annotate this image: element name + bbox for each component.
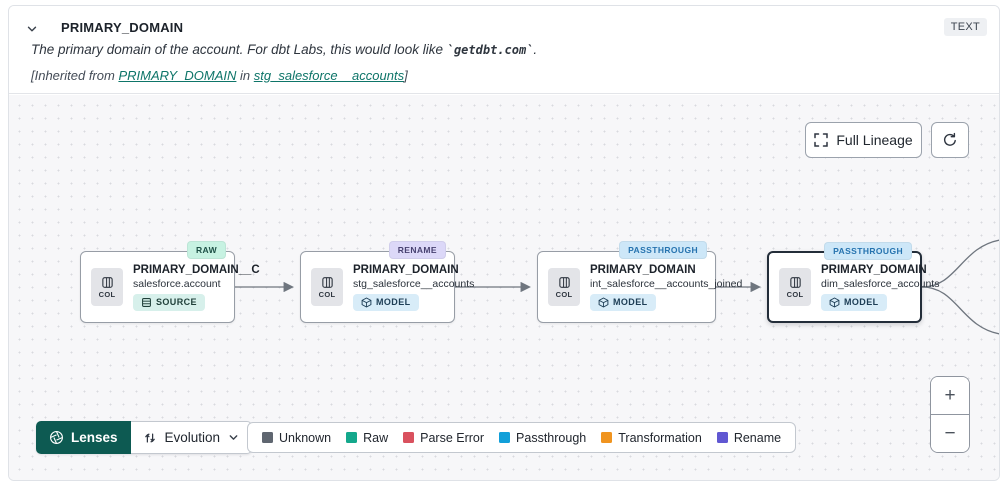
lenses-button[interactable]: Lenses [36,421,131,454]
evolution-icon [144,432,155,443]
legend-item: Passthrough [499,431,586,445]
lens-dropdown[interactable]: Evolution [130,421,253,454]
column-icon [101,276,113,288]
legend-label: Unknown [279,430,332,445]
legend-item: Unknown [262,431,331,445]
column-chip: COL [91,268,123,306]
node-model-name: salesforce.account [133,277,221,290]
lineage-node-stg[interactable]: RENAME COL PRIMARY_DOMAIN stg_salesforce… [300,241,474,323]
col-chip-label: COL [555,289,573,299]
node-column-name: PRIMARY_DOMAIN [353,263,459,276]
description-text: The primary domain of the account. For d… [31,42,447,57]
inherited-column-link[interactable]: PRIMARY_DOMAIN [118,68,237,83]
inherited-model-link[interactable]: stg_salesforce__accounts [253,68,405,83]
zoom-out-button[interactable]: − [931,415,969,452]
lineage-node-int[interactable]: PASSTHROUGH COL PRIMARY_DOMAIN int_sales… [537,241,742,323]
resource-type-label: MODEL [613,297,648,307]
node-column-name: PRIMARY_DOMAIN [590,263,696,276]
inherited-suffix: ] [404,68,408,83]
chevron-down-icon [229,435,238,440]
resource-type-label: MODEL [844,297,879,307]
node-model-name: int_salesforce__accounts_joined [590,277,743,290]
legend-item: Rename [716,430,782,445]
col-chip-label: COL [98,289,116,299]
resource-type-label: SOURCE [156,297,197,307]
node-body: PRIMARY_DOMAIN__C salesforce.account SOU… [133,264,260,311]
refresh-icon [943,132,956,146]
column-type-badge: TEXT [943,18,987,36]
description-code: `getdbt.com` [446,43,534,57]
legend-swatch [403,432,415,443]
legend-label: Transformation [618,430,702,445]
evolution-legend: Unknown Raw Parse Error Passthrough Tran… [247,422,797,453]
column-title: PRIMARY_DOMAIN [61,20,184,35]
evolution-badge: RAW [186,241,226,259]
legend-label: Rename [733,430,782,445]
column-lineage-panel: PRIMARY_DOMAIN TEXT The primary domain o… [8,5,1000,481]
chevron-down-icon [27,26,37,32]
lens-toolbar: Lenses Evolution [36,421,253,454]
legend-label: Raw [363,430,389,445]
col-chip-label: COL [786,289,804,299]
node-model-name: stg_salesforce__accounts [353,277,475,290]
legend-swatch [716,432,728,443]
evolution-badge: PASSTHROUGH [619,241,707,259]
column-chip: COL [548,268,580,306]
column-icon [321,276,333,288]
column-doc-header: PRIMARY_DOMAIN TEXT The primary domain o… [9,6,999,94]
node-column-name: PRIMARY_DOMAIN [821,263,927,276]
node-model-name: dim_salesforce_accounts [821,277,940,290]
model-cube-icon [598,296,609,308]
resource-type-badge: MODEL [821,293,887,311]
collapse-chevron-button[interactable] [21,18,43,40]
model-cube-icon [361,296,372,308]
evolution-badge: PASSTHROUGH [824,242,912,260]
inherited-prefix: [Inherited from [31,68,119,83]
model-cube-icon [829,296,840,308]
lens-selected-label: Evolution [164,430,221,445]
column-icon [558,276,570,288]
resource-type-badge: MODEL [353,293,419,311]
lenses-label: Lenses [71,430,118,445]
legend-label: Parse Error [420,430,485,445]
lineage-node-dim-selected[interactable]: PASSTHROUGH COL PRIMARY_DOMAIN dim_sales… [767,242,939,323]
legend-swatch [262,432,273,443]
node-column-name: PRIMARY_DOMAIN__C [133,263,260,276]
lineage-edges [235,239,999,335]
full-lineage-button[interactable]: Full Lineage [805,122,922,158]
col-chip-label: COL [318,289,336,299]
expand-icon [814,133,829,147]
column-chip: COL [311,268,343,306]
node-body: PRIMARY_DOMAIN dim_salesforce_accounts M… [821,264,939,311]
column-description: The primary domain of the account. For d… [31,42,537,57]
legend-swatch [499,432,511,443]
source-icon [142,297,151,307]
description-period: . [533,42,538,57]
legend-swatch [601,432,613,443]
resource-type-badge: SOURCE [133,293,205,311]
lineage-canvas[interactable]: RAW COL PRIMARY_DOMAIN__C salesforce.acc… [9,95,999,480]
node-body: PRIMARY_DOMAIN stg_salesforce__accounts … [353,264,474,311]
legend-item: Transformation [601,431,702,445]
evolution-badge: RENAME [388,241,446,259]
legend-item: Parse Error [403,431,484,445]
resource-type-badge: MODEL [590,293,656,311]
zoom-in-button[interactable]: + [931,377,969,415]
legend-label: Passthrough [516,430,587,445]
column-chip: COL [779,268,811,306]
inherited-from-line: [Inherited from PRIMARY_DOMAIN in stg_sa… [31,68,408,83]
lens-aperture-icon [50,431,63,444]
resource-type-label: MODEL [376,297,411,307]
node-body: PRIMARY_DOMAIN int_salesforce__accounts_… [590,263,742,311]
legend-item: Raw [346,431,388,445]
lineage-node-source[interactable]: RAW COL PRIMARY_DOMAIN__C salesforce.acc… [80,241,260,323]
full-lineage-label: Full Lineage [836,132,913,148]
inherited-mid: in [236,68,254,83]
column-icon [789,276,801,288]
legend-swatch [346,432,358,443]
zoom-control: + − [930,376,970,453]
refresh-button[interactable] [931,122,969,158]
